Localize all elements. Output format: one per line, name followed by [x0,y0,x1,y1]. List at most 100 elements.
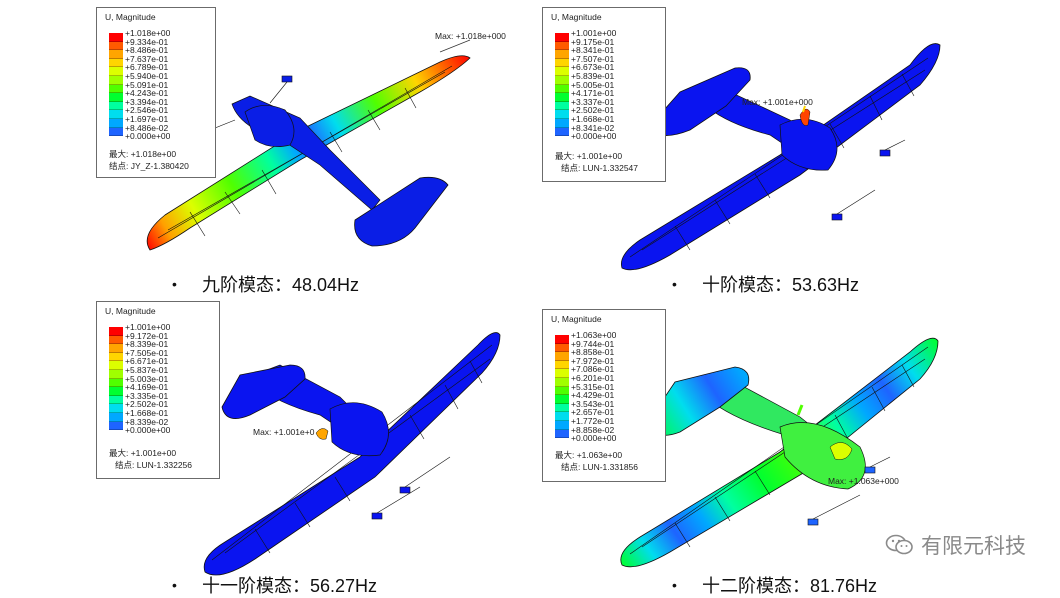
legend-swatch [555,429,569,439]
legend-swatch [555,386,569,396]
mode-11-panel: Max: +1.001e+0 U, Magnitude +1.001e+00+9… [0,297,530,596]
legend-value: +3.335e-01 [125,390,169,401]
legend-swatch [109,110,123,119]
legend-swatch [109,58,123,68]
legend-swatch [109,387,123,396]
legend-value: +1.668e-01 [125,407,169,418]
contour-legend: U, Magnitude +1.018e+00+9.334e-01+8.486e… [96,7,216,178]
legend-value: +4.169e-01 [125,382,169,393]
legend-swatch [109,118,123,128]
legend-values: +1.001e+00+9.172e-01+8.339e-01+7.505e-01… [125,323,170,435]
legend-title: U, Magnitude [105,12,156,22]
legend-swatch [555,403,569,413]
legend-node: 结点: LUN-1.332547 [561,163,639,173]
legend-value: +8.341e-02 [571,122,615,133]
max-annotation: Max: +1.063e+000 [828,476,899,486]
legend-color-bar [109,33,123,137]
legend-swatch [109,352,123,362]
legend-value: +5.839e-01 [571,70,615,81]
legend-swatch [109,369,123,379]
legend-value: +9.172e-01 [125,330,169,341]
caption-text: 十二阶模态：81.76Hz [702,576,878,596]
legend-swatch [109,378,123,388]
bullet: • [172,276,177,292]
watermark: 有限元科技 [885,530,1026,560]
legend-value: +1.018e+00 [125,28,171,38]
legend-max: 最大: +1.001e+00 [109,448,177,458]
legend-swatch [109,101,123,111]
legend-swatch [109,50,123,59]
wechat-icon [885,534,913,555]
legend-value: +9.334e-01 [125,36,169,47]
legend-swatch [555,352,569,361]
legend-color-bar [109,327,123,431]
caption-text: 十阶模态：53.63Hz [702,275,860,295]
legend-value: +4.243e-01 [125,88,169,99]
max-annotation: Max: +1.018e+000 [435,31,506,41]
legend-swatch [109,395,123,405]
legend-swatch [555,395,569,404]
mode-caption: • 九阶模态：48.04Hz [172,271,359,297]
legend-node: 结点: JY_Z-1.380420 [109,161,189,171]
legend-swatch [555,67,569,76]
legend-value: +5.003e-01 [125,373,169,384]
legend-max: 最大: +1.063e+00 [555,450,623,460]
airplane-mode-10-contour [621,43,941,271]
legend-value: +7.637e-01 [125,53,169,64]
airplane-mode-9-contour [146,39,471,251]
legend-value: +7.507e-01 [571,53,615,64]
legend-value: +4.429e-01 [571,390,615,401]
legend-value: +2.546e-01 [125,105,169,116]
legend-swatch [555,335,569,344]
legend-value: +9.744e-01 [571,338,615,349]
legend-value: +8.341e-01 [571,45,615,56]
bullet: • [672,577,677,593]
legend-swatch [109,404,123,413]
legend-swatch [109,361,123,370]
legend-color-bar [555,335,569,439]
legend-swatch [555,360,569,370]
legend-value: +1.001e+00 [571,28,617,38]
max-annotation: Max: +1.001e+0 [253,427,315,437]
legend-value: +6.789e-01 [125,62,169,73]
legend-swatch [555,118,569,128]
legend-value: +0.000e+00 [125,131,171,142]
legend-swatch [555,420,569,430]
legend-value: +6.201e-01 [571,372,615,383]
legend-swatch [109,75,123,85]
legend-value: +7.505e-01 [125,347,169,358]
legend-values: +1.001e+00+9.175e-01+8.341e-01+7.507e-01… [571,29,616,141]
mode-9-panel: Max: +1.018e+000 U, Magnitude +1.018e+00… [0,0,530,297]
legend-swatch [555,33,569,42]
legend-swatch [109,335,123,345]
mode-caption: •十一阶模态：56.27Hz [172,572,377,598]
legend-swatch [555,75,569,85]
legend-swatch [555,50,569,59]
legend-value: +5.315e-01 [571,381,615,392]
legend-max: 最大: +1.001e+00 [555,151,623,161]
legend-value: +1.772e-01 [571,415,615,426]
caption-text: 十一阶模态：56.27Hz [202,576,378,596]
legend-node: 结点: LUN-1.332256 [115,460,193,470]
caption-text: 九阶模态：48.04Hz [202,275,360,295]
legend-values: +1.018e+00+9.334e-01+8.486e-01+7.637e-01… [125,29,170,141]
legend-value: +8.339e-01 [125,339,169,350]
legend-value: +8.858e-02 [571,424,615,435]
legend-swatch [555,343,569,353]
legend-swatch [109,327,123,336]
legend-value: +0.000e+00 [571,433,617,444]
legend-value: +1.001e+00 [125,322,171,332]
legend-swatch [109,33,123,42]
legend-value: +4.171e-01 [571,88,615,99]
legend-swatch [555,127,569,137]
contour-legend: U, Magnitude +1.001e+00+9.175e-01+8.341e… [542,7,666,182]
legend-value: +8.486e-01 [125,45,169,56]
legend-value: +1.668e-01 [571,113,615,124]
legend-title: U, Magnitude [551,314,602,324]
contour-legend: U, Magnitude +1.001e+00+9.172e-01+8.339e… [96,301,220,479]
legend-swatch [555,412,569,421]
legend-value: +5.005e-01 [571,79,615,90]
legend-value: +6.673e-01 [571,62,615,73]
legend-value: +5.940e-01 [125,70,169,81]
legend-color-bar [555,33,569,137]
